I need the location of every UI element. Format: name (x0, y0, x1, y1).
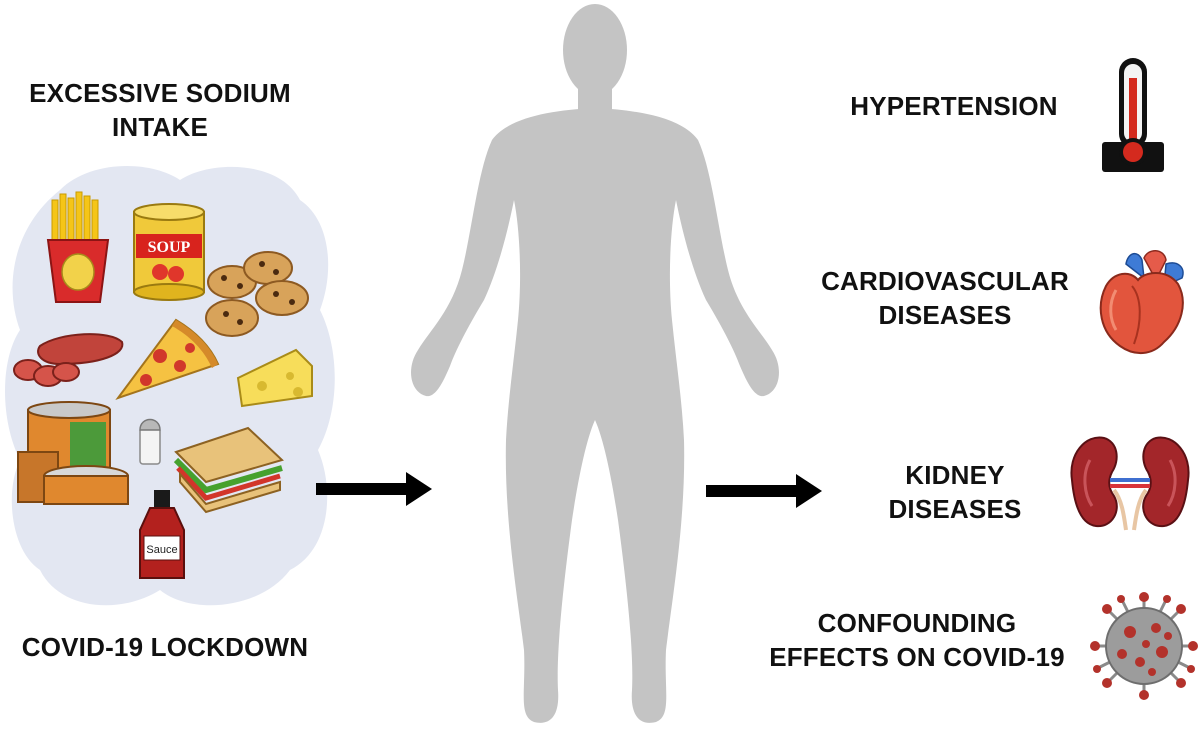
heart-icon (1099, 250, 1184, 354)
outcome-cardiovascular-line1: CARDIOVASCULAR (821, 266, 1069, 296)
sandwich-icon (173, 426, 284, 514)
outcome-covid-line1: CONFOUNDING (817, 608, 1017, 638)
outcome-covid-label: CONFOUNDING EFFECTS ON COVID-19 (750, 606, 1084, 674)
human-silhouette (411, 4, 779, 723)
arrow-food-to-body (316, 472, 432, 506)
outcome-cardiovascular-line2: DISEASES (878, 300, 1012, 330)
virus-icon (1090, 592, 1198, 700)
cheese-icon (236, 348, 313, 408)
soup-can-icon: SOUP (133, 203, 205, 301)
arrow-body-to-outcomes (706, 474, 822, 508)
pizza-icon (115, 318, 220, 400)
soup-can-label: SOUP (148, 239, 191, 256)
outcome-kidney-line2: DISEASES (888, 494, 1022, 524)
outcome-hypertension-line1: HYPERTENSION (850, 91, 1058, 121)
sauce-bottle-icon: Sauce (139, 490, 185, 579)
sauce-bottle-label: Sauce (146, 544, 177, 556)
salt-shaker-icon (139, 418, 161, 465)
outcome-kidney-line1: KIDNEY (905, 460, 1005, 490)
outcome-hypertension-label: HYPERTENSION (820, 89, 1088, 123)
covid-lockdown-label: COVID-19 LOCKDOWN (21, 632, 309, 662)
fries-icon (46, 191, 110, 303)
outcome-kidney-label: KIDNEY DISEASES (860, 458, 1050, 526)
sodium-intake-line1: EXCESSIVE SODIUM (29, 78, 291, 108)
outcome-cardiovascular-label: CARDIOVASCULAR DISEASES (800, 264, 1090, 332)
canned-goods-icon (17, 401, 129, 505)
cookies-icon (205, 251, 309, 337)
sodium-intake-label: EXCESSIVE SODIUM INTAKE (0, 76, 320, 144)
arrow-shaft (706, 485, 798, 497)
salami-icon (13, 333, 124, 387)
food-cloud: SOUP (5, 166, 335, 606)
arrow-shaft (316, 483, 408, 495)
kidney-icon (1070, 436, 1190, 531)
sodium-intake-line2: INTAKE (111, 112, 209, 142)
outcome-covid-line2: EFFECTS ON COVID-19 (769, 642, 1065, 672)
thermometer-icon (1102, 58, 1164, 172)
arrow-head (406, 472, 432, 506)
arrow-head (796, 474, 822, 508)
